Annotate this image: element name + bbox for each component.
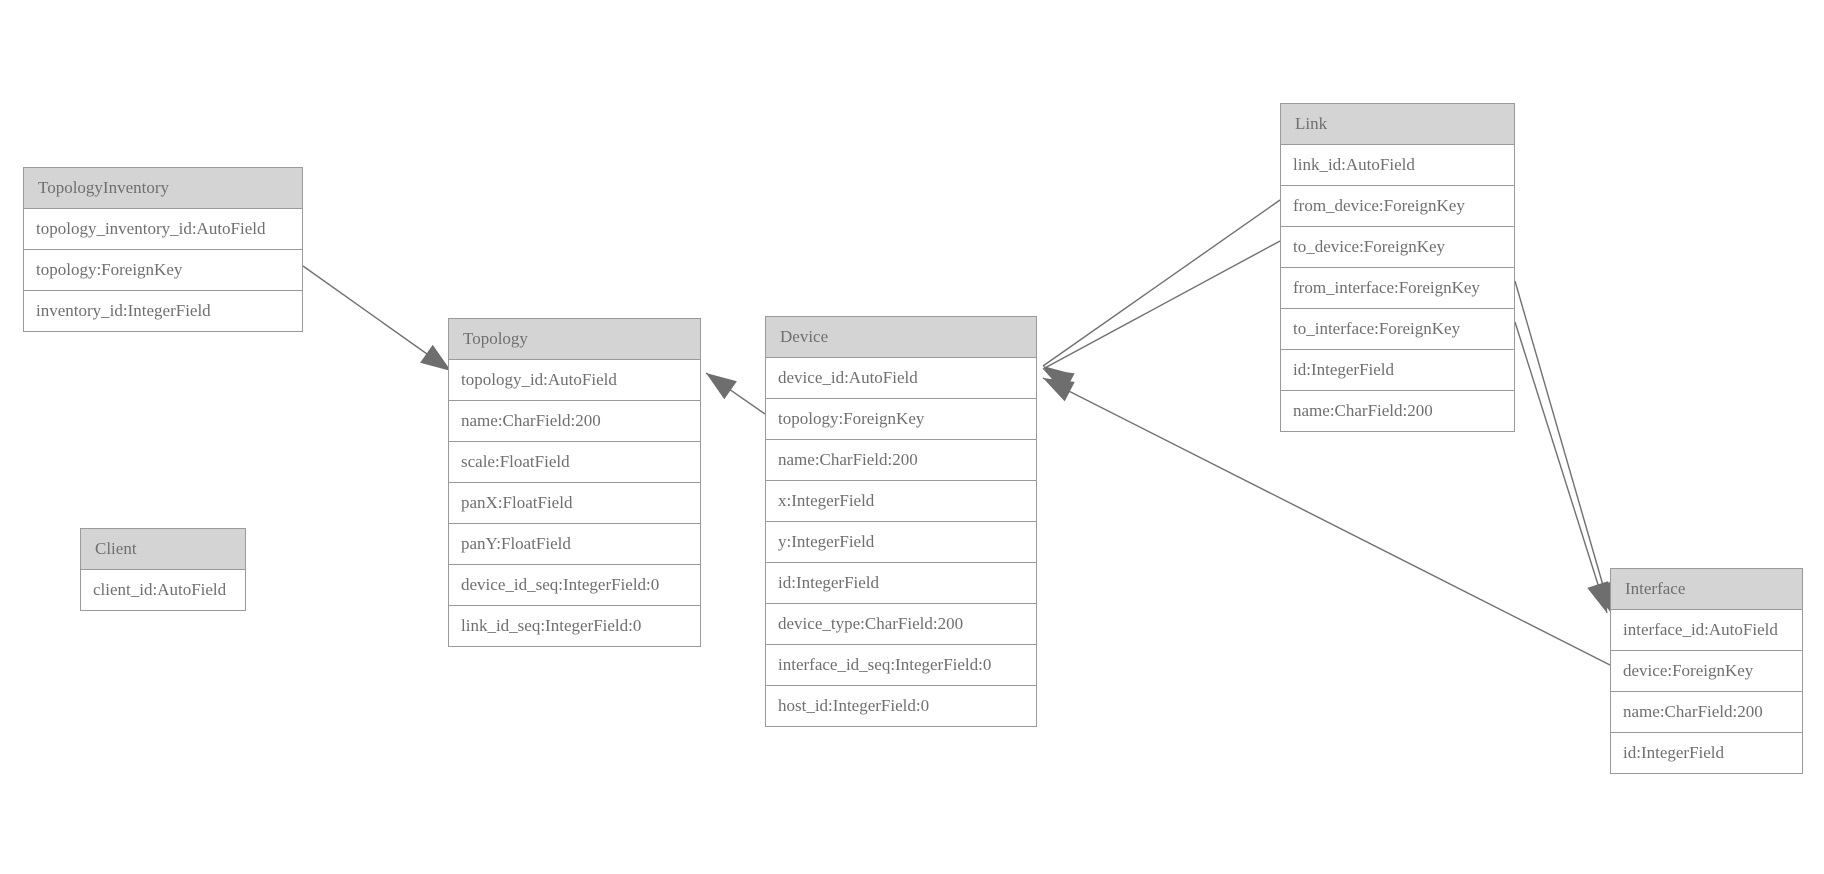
entity-field-row: topology:ForeignKey	[24, 250, 302, 291]
entity-field-row: x:IntegerField	[766, 481, 1036, 522]
relationship-line	[1042, 240, 1281, 370]
entity-field-row: to_interface:ForeignKey	[1281, 309, 1514, 350]
entity-field-row: id:IntegerField	[766, 563, 1036, 604]
entity-title-link: Link	[1281, 104, 1514, 145]
entity-field-row: panX:FloatField	[449, 483, 700, 524]
rel-link-tointerface-interface	[1514, 321, 1609, 614]
rel-topologyinventory-topology	[302, 265, 452, 372]
relationship-line	[1514, 321, 1608, 614]
entity-field-row: to_device:ForeignKey	[1281, 227, 1514, 268]
entity-title-client: Client	[81, 529, 245, 570]
relationship-arrowhead	[706, 373, 737, 400]
entity-title-interface: Interface	[1611, 569, 1802, 610]
entity-field-row: device_id:AutoField	[766, 358, 1036, 399]
rel-link-frominterface-interface	[1514, 280, 1614, 614]
relationship-line	[302, 265, 452, 372]
entity-field-row: interface_id:AutoField	[1611, 610, 1802, 651]
entity-field-row: from_device:ForeignKey	[1281, 186, 1514, 227]
entity-field-row: id:IntegerField	[1611, 733, 1802, 773]
rel-link-todevice-device	[1042, 240, 1281, 393]
entity-field-row: name:CharField:200	[1611, 692, 1802, 733]
relationship-arrowhead	[1043, 378, 1075, 402]
entity-field-row: panY:FloatField	[449, 524, 700, 565]
entity-title-topology: Topology	[449, 319, 700, 360]
entity-field-row: link_id:AutoField	[1281, 145, 1514, 186]
relationship-line	[705, 372, 766, 415]
entity-field-row: client_id:AutoField	[81, 570, 245, 610]
entity-field-row: from_interface:ForeignKey	[1281, 268, 1514, 309]
entity-title-device: Device	[766, 317, 1036, 358]
entity-field-row: device_id_seq:IntegerField:0	[449, 565, 700, 606]
entity-field-row: y:IntegerField	[766, 522, 1036, 563]
entity-field-row: topology_inventory_id:AutoField	[24, 209, 302, 250]
entity-field-row: id:IntegerField	[1281, 350, 1514, 391]
entity-field-row: topology_id:AutoField	[449, 360, 700, 401]
entity-field-row: name:CharField:200	[766, 440, 1036, 481]
entity-field-row: interface_id_seq:IntegerField:0	[766, 645, 1036, 686]
entity-field-row: device:ForeignKey	[1611, 651, 1802, 692]
rel-link-fromdevice-device	[1042, 199, 1281, 393]
relationship-line	[1042, 199, 1281, 367]
relationship-line	[1514, 280, 1612, 614]
entity-field-row: name:CharField:200	[1281, 391, 1514, 431]
entity-field-row: name:CharField:200	[449, 401, 700, 442]
entity-field-row: host_id:IntegerField:0	[766, 686, 1036, 726]
relationship-arrowhead	[1043, 369, 1075, 393]
entity-field-row: topology:ForeignKey	[766, 399, 1036, 440]
entity-field-row: device_type:CharField:200	[766, 604, 1036, 645]
entity-field-row: scale:FloatField	[449, 442, 700, 483]
entity-field-row: link_id_seq:IntegerField:0	[449, 606, 700, 646]
relationship-arrowhead	[1043, 366, 1074, 393]
entity-title-topology_inventory: TopologyInventory	[24, 168, 302, 209]
rel-device-topology	[705, 372, 766, 415]
entity-field-row: inventory_id:IntegerField	[24, 291, 302, 331]
